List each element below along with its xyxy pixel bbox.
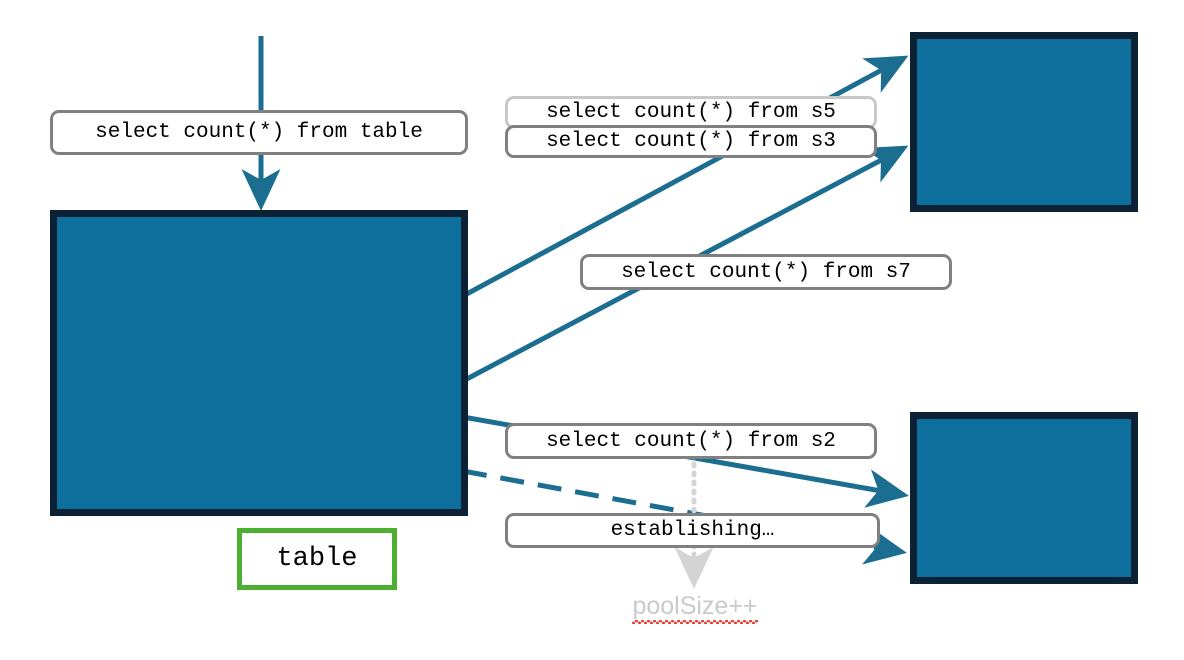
query-label-s2[interactable]: select count(*) from s2 — [505, 423, 877, 459]
database-container: table — [50, 210, 468, 590]
query-label-s3[interactable]: select count(*) from s3 — [505, 125, 877, 158]
connection-pool-top: s1 s3 s5 s7 — [910, 32, 1138, 212]
node-table[interactable]: table — [237, 528, 397, 590]
query-label-s7[interactable]: select count(*) from s7 — [580, 254, 952, 290]
query-label-establishing[interactable]: establishing… — [505, 513, 880, 548]
query-label-source[interactable]: select count(*) from table — [50, 110, 468, 155]
connection-pool-bottom: s2 s6 s4 — [910, 412, 1138, 584]
poolsize-annotation: poolSize++ — [600, 592, 790, 624]
poolsize-text: poolSize++ — [632, 592, 758, 624]
